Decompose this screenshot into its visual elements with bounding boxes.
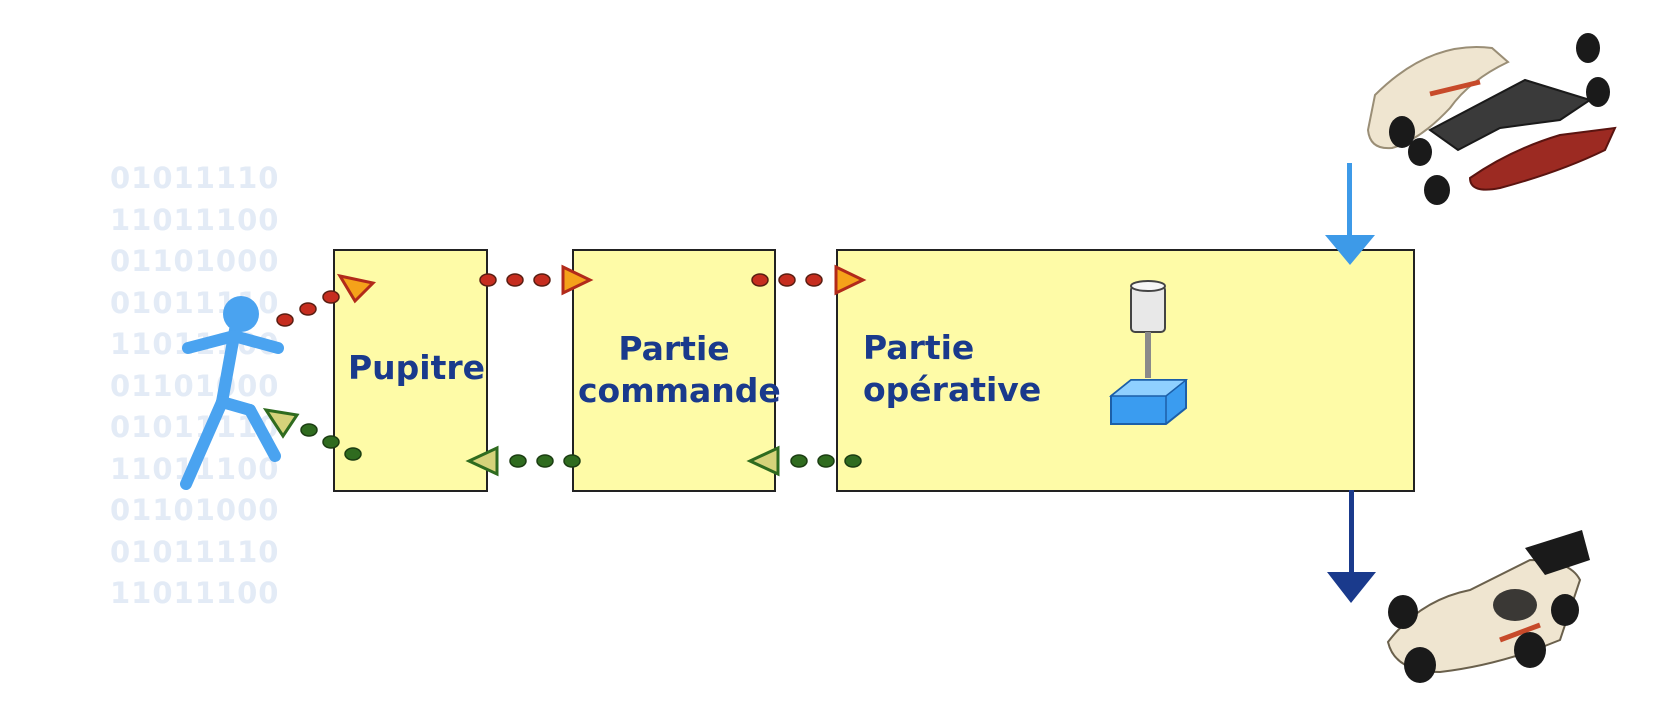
raw-parts-image — [1366, 33, 1617, 205]
order-signal-commande-to-operative — [751, 264, 867, 296]
partie-operative-box — [836, 249, 1415, 492]
report-signal-commande-to-pupitre — [465, 445, 581, 477]
pupitre-label: Pupitre — [348, 348, 486, 387]
binary-line: 01101000 — [110, 493, 280, 527]
binary-line: 01011110 — [110, 534, 280, 569]
binary-line: 01101000 — [110, 368, 280, 403]
binary-line: 11011100 — [110, 576, 280, 610]
finished-car-image — [1386, 530, 1590, 683]
partie-commande-box — [572, 249, 776, 492]
label-line: opérative — [863, 370, 1042, 409]
partie-operative-label: Partie opérative — [863, 327, 1041, 411]
label-line: Partie — [863, 328, 975, 367]
report-signal-pupitre-to-operator — [262, 407, 362, 461]
binary-line: 01101000 — [110, 244, 280, 278]
label-line: Partie — [618, 329, 730, 368]
partie-commande-label: Partie commande — [578, 328, 781, 412]
raw-material-arrow — [1325, 163, 1375, 265]
order-signal-pupitre-to-commande — [479, 264, 594, 296]
binary-line: 11011100 — [110, 202, 280, 237]
binary-line: 01011110 — [110, 161, 280, 195]
machine-tool-icon — [1108, 280, 1189, 425]
product-output-arrow — [1327, 490, 1376, 603]
label-line: commande — [578, 371, 781, 410]
order-signal-operator-to-pupitre — [276, 273, 377, 327]
operator-icon — [180, 296, 284, 490]
report-signal-operative-to-commande — [746, 445, 862, 477]
